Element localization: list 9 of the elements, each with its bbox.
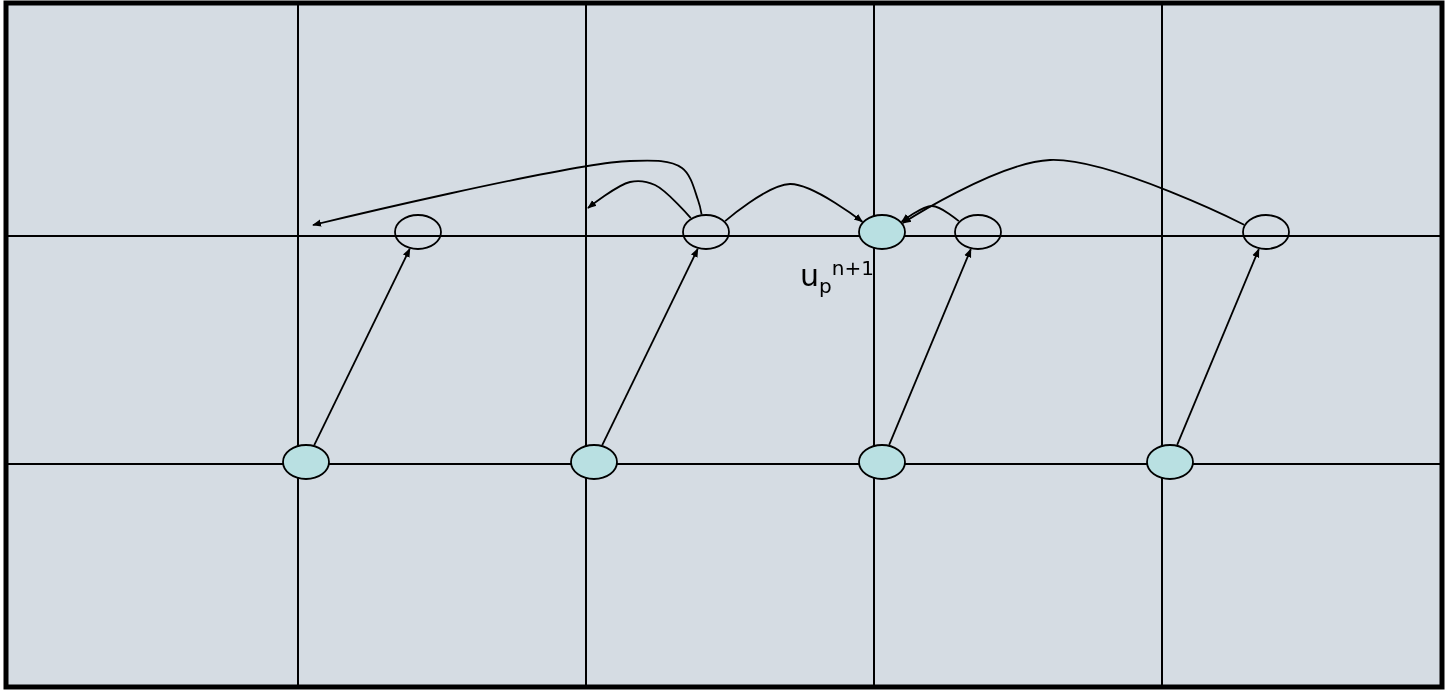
arrow: [1176, 248, 1260, 446]
arrow: [312, 159, 703, 227]
arrow: [901, 159, 1245, 226]
arrow: [724, 183, 864, 223]
arrow: [587, 180, 692, 219]
arrow: [900, 205, 960, 223]
arrow: [888, 248, 972, 446]
arrow: [313, 248, 411, 446]
arrow: [601, 248, 699, 446]
